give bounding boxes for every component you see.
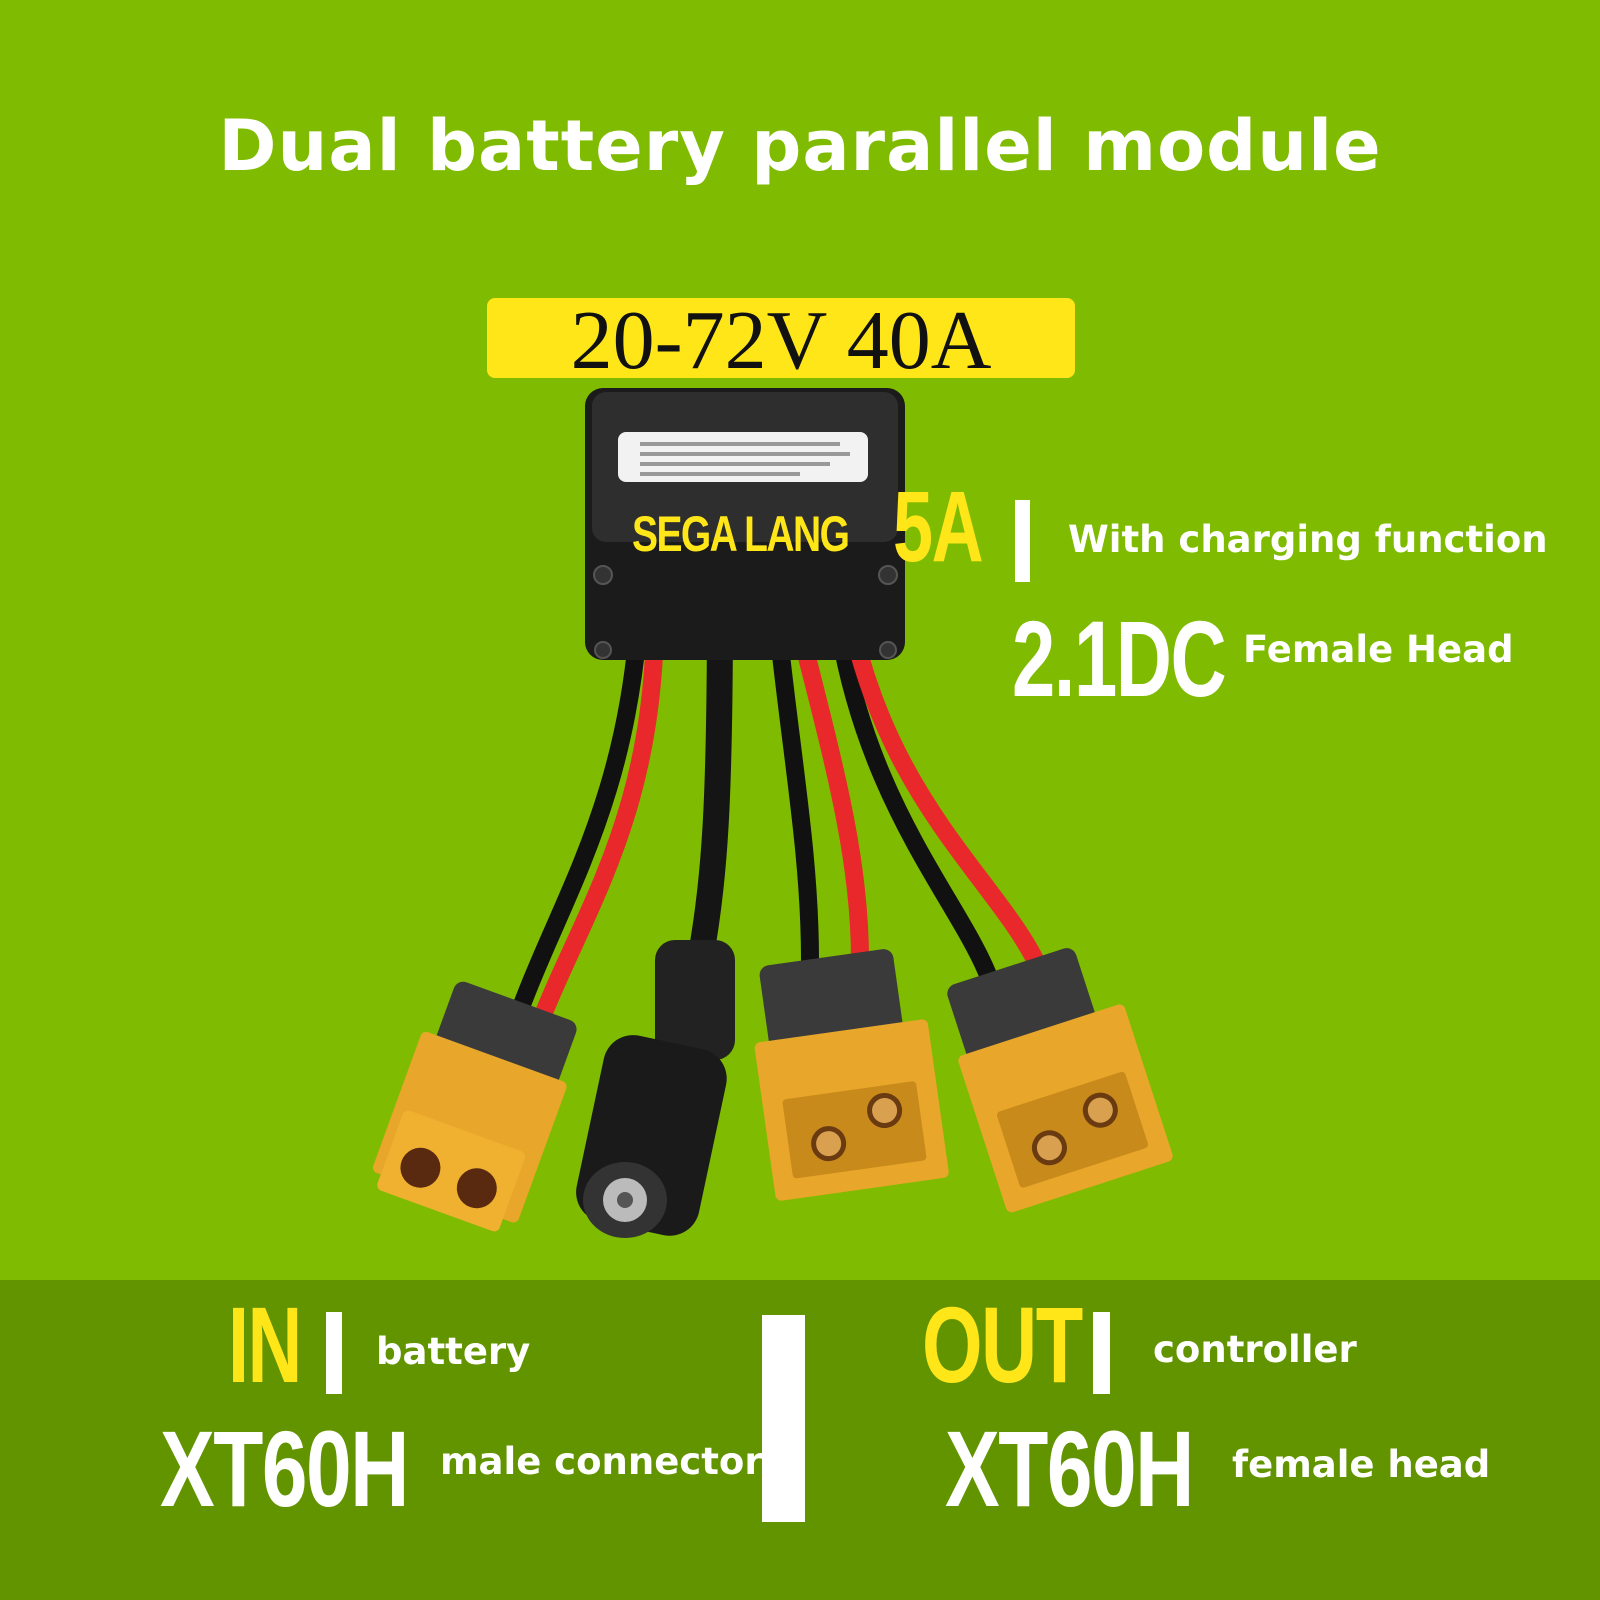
dc-female-jack xyxy=(576,940,735,1238)
page-title: Dual battery parallel module xyxy=(218,105,1382,187)
brand-wrap: SEGA LANG xyxy=(632,505,909,563)
xt60-male-connector-1 xyxy=(754,949,949,1201)
input-label-wrap: IN xyxy=(228,1282,332,1407)
xt60-male-connector-2 xyxy=(947,948,1173,1213)
charging-current: 5A xyxy=(893,471,984,583)
divider xyxy=(1093,1312,1110,1394)
wire-black-3 xyxy=(826,591,999,989)
output-connector-wrap: XT60H xyxy=(945,1406,1271,1531)
brand-logo: SEGA LANG xyxy=(632,506,850,562)
dc-size: 2.1DC xyxy=(1012,598,1227,719)
voltage-badge-text: 20-72V 40A xyxy=(570,294,992,387)
output-connector-type: female head xyxy=(1232,1443,1491,1486)
input-target: battery xyxy=(376,1330,531,1373)
input-connector-type: male connector xyxy=(440,1440,763,1483)
input-connector-wrap: XT60H xyxy=(160,1406,486,1531)
dc-size-wrap: 2.1DC xyxy=(1012,596,1308,721)
wire-red-1 xyxy=(536,581,665,1019)
xt60-female-connector xyxy=(372,981,577,1232)
output-connector: XT60H xyxy=(945,1408,1194,1529)
wire-black-1 xyxy=(511,591,649,1019)
charging-description: With charging function xyxy=(1068,518,1548,561)
dc-description: Female Head xyxy=(1243,628,1514,671)
divider xyxy=(1015,500,1030,582)
wire-red-3 xyxy=(836,581,1049,979)
voltage-badge: 20-72V 40A xyxy=(487,298,1075,383)
input-connector: XT60H xyxy=(160,1408,409,1529)
wire-dc xyxy=(687,587,733,973)
divider xyxy=(326,1312,342,1394)
input-label: IN xyxy=(228,1284,302,1405)
output-target: controller xyxy=(1153,1328,1357,1371)
charging-current-wrap: 5A xyxy=(893,470,1017,585)
label-print-lines xyxy=(640,442,850,476)
output-label-wrap: OUT xyxy=(922,1282,1144,1407)
center-divider xyxy=(762,1315,805,1522)
output-label: OUT xyxy=(922,1284,1083,1405)
